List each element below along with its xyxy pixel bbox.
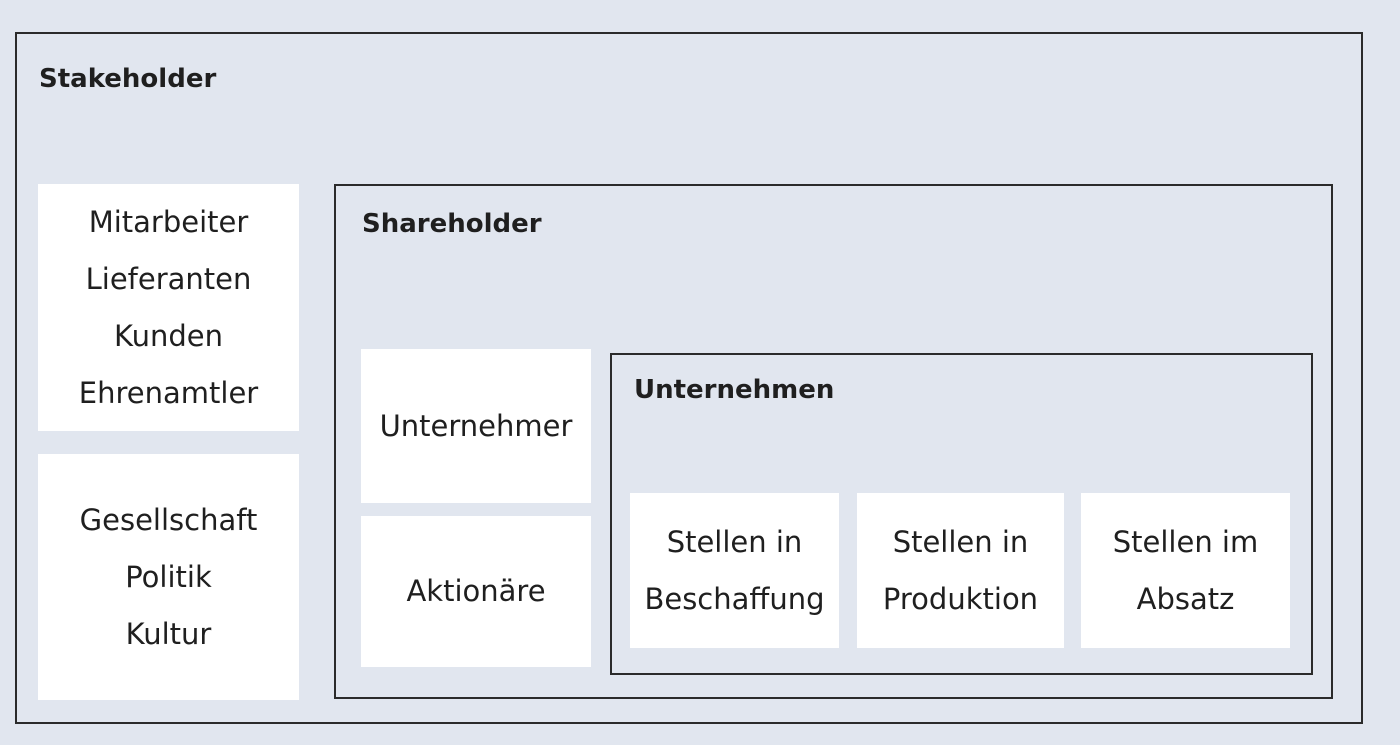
stakeholder-title: Stakeholder <box>39 64 217 94</box>
unternehmen-title: Unternehmen <box>634 375 835 405</box>
unternehmen-item-line: Beschaffung <box>644 581 825 616</box>
unternehmen-frame <box>610 353 1313 675</box>
stakeholder-item: Mitarbeiter <box>88 204 249 239</box>
unternehmen-item-line: Stellen im <box>1112 524 1259 559</box>
shareholder-box-aktionaere: Aktionäre <box>361 516 591 667</box>
stakeholder-item: Ehrenamtler <box>78 375 259 410</box>
unternehmen-box-absatz: Stellen im Absatz <box>1081 493 1290 648</box>
stakeholder-frame <box>15 32 1363 724</box>
unternehmen-item-line: Absatz <box>1136 581 1235 616</box>
stakeholder-item: Lieferanten <box>85 261 252 296</box>
shareholder-box-unternehmer: Unternehmer <box>361 349 591 503</box>
stakeholder-item: Kultur <box>125 616 212 651</box>
stakeholder-item: Kunden <box>114 318 223 353</box>
stakeholder-external-box: Gesellschaft Politik Kultur <box>38 454 299 700</box>
stakeholder-item: Politik <box>125 559 212 594</box>
unternehmen-item-line: Stellen in <box>666 524 803 559</box>
unternehmen-box-produktion: Stellen in Produktion <box>857 493 1064 648</box>
shareholder-item: Aktionäre <box>406 574 546 608</box>
shareholder-title: Shareholder <box>362 209 542 239</box>
shareholder-item: Unternehmer <box>379 408 573 443</box>
stakeholder-internal-box: Mitarbeiter Lieferanten Kunden Ehrenamtl… <box>38 184 299 431</box>
shareholder-frame <box>334 184 1333 699</box>
unternehmen-item-line: Produktion <box>882 581 1039 616</box>
unternehmen-item-line: Stellen in <box>892 524 1029 559</box>
unternehmen-box-beschaffung: Stellen in Beschaffung <box>630 493 839 648</box>
stakeholder-item: Gesellschaft <box>79 502 258 537</box>
